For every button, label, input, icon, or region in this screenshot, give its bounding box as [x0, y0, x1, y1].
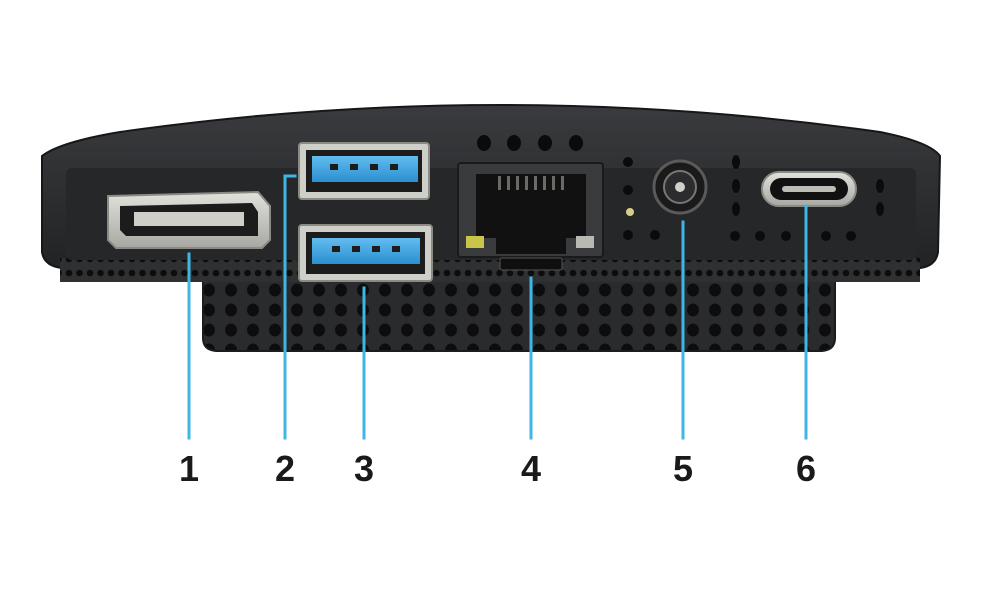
callout-label-2: 2 — [275, 448, 295, 489]
callout-leader-lines — [187, 174, 808, 440]
status-led — [626, 208, 634, 216]
callout-label-6: 6 — [796, 448, 816, 489]
displayport-port — [107, 190, 271, 249]
callout-numbers: 1 2 3 4 5 6 — [179, 448, 816, 489]
callout-label-3: 3 — [354, 448, 374, 489]
usb-a-port-top — [298, 142, 430, 200]
dc-power-port — [652, 159, 708, 215]
rj45-ethernet-port — [457, 162, 604, 271]
leader-line-2 — [283, 174, 297, 440]
side-vent-holes — [623, 155, 884, 241]
vent-base — [202, 267, 836, 352]
top-vent-holes — [477, 135, 583, 151]
usb-a-port-bottom — [298, 224, 433, 282]
callout-label-1: 1 — [179, 448, 199, 489]
callout-label-4: 4 — [521, 448, 541, 489]
usb-c-port — [761, 171, 857, 207]
callout-label-5: 5 — [673, 448, 693, 489]
